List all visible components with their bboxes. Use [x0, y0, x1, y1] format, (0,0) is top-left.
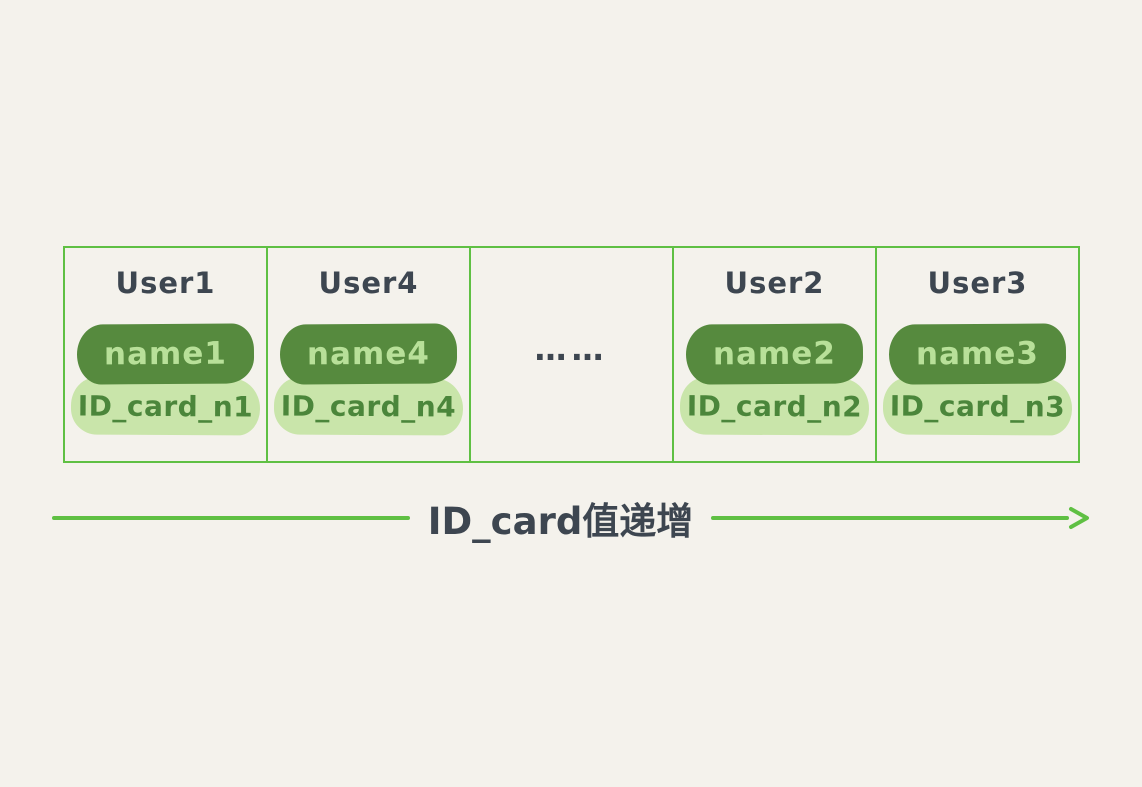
user-label: User2	[724, 266, 825, 300]
increase-arrow: ID_card值递增	[52, 493, 1092, 543]
id-card-pill: ID_card_n3	[882, 377, 1073, 436]
pill-stack: name1 ID_card_n1	[65, 323, 266, 436]
pill-stack: name2 ID_card_n2	[674, 323, 875, 436]
name-pill: name4	[279, 323, 458, 385]
name-pill: name3	[888, 323, 1067, 385]
arrow-line-right	[711, 516, 1069, 520]
arrow-line-left	[52, 516, 410, 520]
table-cell-user2: User2 name2 ID_card_n2	[674, 248, 877, 461]
id-card-pill: ID_card_n2	[679, 377, 870, 436]
name-pill: name1	[76, 323, 255, 385]
table-cell-ellipsis: ……	[471, 248, 674, 461]
user-label: User4	[318, 266, 419, 300]
name-pill: name2	[685, 323, 864, 385]
user-label: User3	[927, 266, 1028, 300]
arrow-head-icon	[1066, 503, 1092, 533]
ellipsis-label: ……	[534, 330, 609, 368]
table-cell-user4: User4 name4 ID_card_n4	[268, 248, 471, 461]
id-card-pill: ID_card_n1	[70, 377, 261, 436]
arrow-label: ID_card值递增	[427, 500, 694, 543]
table-cell-user3: User3 name3 ID_card_n3	[877, 248, 1078, 461]
user-table: User1 name1 ID_card_n1 User4 name4 ID_ca…	[63, 246, 1080, 463]
table-cell-user1: User1 name1 ID_card_n1	[65, 248, 268, 461]
user-label: User1	[115, 266, 216, 300]
pill-stack: name3 ID_card_n3	[877, 323, 1078, 436]
id-card-pill: ID_card_n4	[273, 377, 464, 436]
pill-stack: name4 ID_card_n4	[268, 323, 469, 436]
